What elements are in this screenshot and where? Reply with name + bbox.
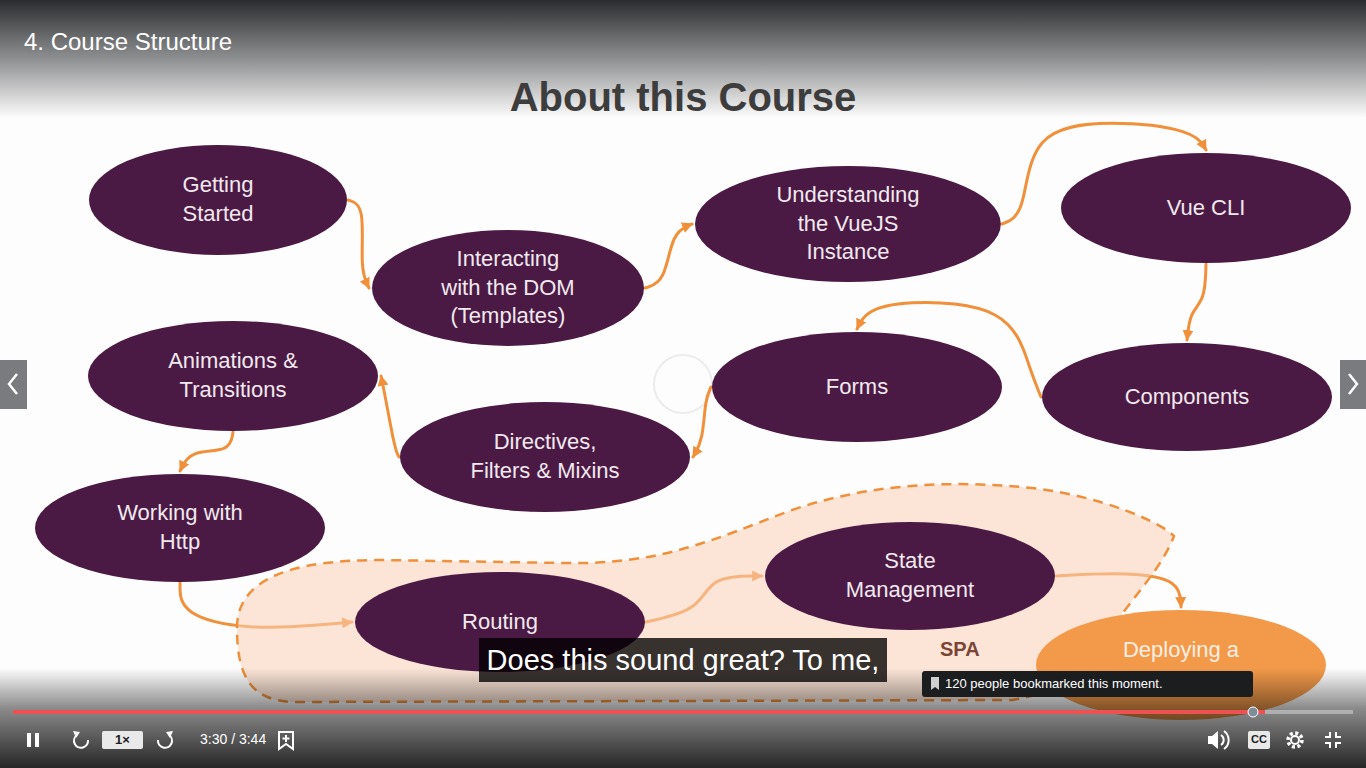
bookmark-tooltip-wrap: 120 people bookmarked this moment. (945, 676, 1163, 692)
topic-label: Routing (462, 608, 538, 637)
pause-icon (27, 733, 31, 747)
prev-chevron (9, 374, 17, 394)
topic-label: Components (1125, 383, 1250, 412)
topic-ellipse: Forms (712, 332, 1002, 442)
topic-ellipse: Working with Http (35, 474, 325, 582)
ellipse-shape (35, 474, 325, 582)
bookmark-icon (931, 677, 939, 690)
speed-box (102, 731, 143, 749)
slide-title: About this Course (510, 74, 857, 120)
subtitle-caption: Does this sound great? To me, (479, 638, 888, 682)
captions-label: CC (1248, 733, 1270, 747)
ellipse-fill (695, 166, 1001, 282)
ellipse-fill (88, 321, 378, 431)
topic-ellipse: Getting Started (89, 145, 347, 255)
next-chevron (1349, 374, 1357, 394)
progress-track (13, 710, 1353, 714)
ellipse-fill (35, 474, 325, 582)
volume-icon (1208, 731, 1218, 749)
topic-ellipse: Directives, Filters & Mixins (400, 402, 690, 512)
ellipse-fill (712, 332, 1002, 442)
flow-arrow (693, 387, 711, 457)
topic-label: Directives, Filters & Mixins (465, 428, 625, 485)
add-bookmark-icon (279, 732, 293, 749)
ellipse-fill (1036, 610, 1326, 720)
topic-label: Interacting with the DOM (Templates) (438, 245, 578, 331)
topic-label: Forms (826, 373, 888, 402)
topic-ellipse: Vue CLI (1061, 153, 1351, 263)
spinner-ghost (654, 355, 712, 413)
settings-icon (1291, 736, 1299, 744)
video-title-wrap: 4. Course Structure (24, 27, 232, 57)
ellipse-shape (88, 321, 378, 431)
topic-label: Animations & Transitions (153, 347, 313, 404)
flow-arrow (645, 224, 692, 288)
topic-label: State Management (835, 547, 985, 604)
captions-box (1248, 731, 1270, 749)
region-outline (237, 484, 1174, 702)
next-button (1340, 360, 1366, 409)
add-bookmark-icon (283, 735, 290, 742)
flow-arrow (381, 376, 399, 457)
ellipse-fill (765, 522, 1055, 630)
flow-arrow (1187, 264, 1206, 340)
time-display-wrap: 3:30 / 3:44 (200, 731, 266, 749)
forward-icon (166, 731, 173, 738)
pause-icon (35, 733, 39, 747)
speed-value: 1× (102, 732, 143, 748)
topic-ellipse: Interacting with the DOM (Templates) (372, 230, 644, 346)
subtitle-caption-wrap: Does this sound great? To me, (0, 638, 1366, 682)
speed-value-wrap: 1× (102, 732, 143, 748)
topic-ellipse: Understanding the VueJS Instance (695, 166, 1001, 282)
topic-ellipse: Components (1042, 343, 1332, 451)
rewind-icon (73, 731, 80, 738)
ellipse-shape (400, 402, 690, 512)
video-title: 4. Course Structure (24, 27, 232, 57)
ellipse-shape (89, 145, 347, 255)
topic-label: Understanding the VueJS Instance (768, 181, 928, 267)
topic-ellipse: Animations & Transitions (88, 321, 378, 431)
title-wrap: About this Course (0, 74, 1366, 120)
volume-icon (1221, 731, 1229, 749)
ellipse-fill (400, 402, 690, 512)
ellipse-shape (765, 522, 1055, 630)
ellipse-fill (1061, 153, 1351, 263)
captions-label-wrap: CC (1248, 733, 1270, 747)
time-display: 3:30 / 3:44 (200, 731, 266, 749)
bottom-shade (0, 668, 1366, 768)
settings-icon (1288, 733, 1302, 747)
tooltip-box (922, 671, 1253, 697)
ellipse-fill (372, 230, 644, 346)
fullscreen-exit-icon (1325, 732, 1341, 748)
bookmark-tooltip: 120 people bookmarked this moment. (945, 676, 1163, 692)
topic-label: Getting Started (153, 171, 283, 228)
progress-fill (13, 710, 1265, 714)
ellipse-fill (89, 145, 347, 255)
topic-label: Deploying a (1123, 636, 1239, 665)
prev-button (0, 360, 27, 409)
bookmark-marker (1248, 707, 1258, 717)
flow-arrow (180, 432, 233, 471)
region-label: SPA (940, 638, 980, 661)
topic-label: Vue CLI (1167, 194, 1246, 223)
ellipse-fill (1042, 343, 1332, 451)
topic-label: Working with Http (105, 499, 255, 556)
flow-arrow (348, 200, 369, 288)
topic-ellipse: State Management (765, 522, 1055, 630)
